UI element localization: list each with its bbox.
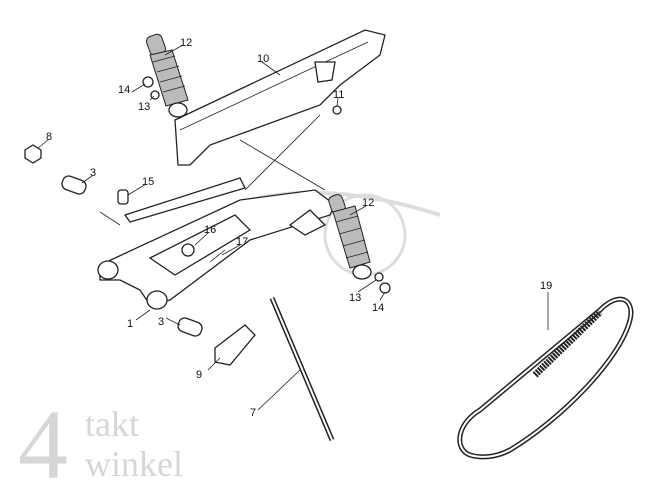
drive-chain[interactable]	[457, 296, 634, 460]
callout-12-left: 12	[180, 37, 192, 49]
callout-8: 8	[46, 131, 52, 143]
callout-13-left: 13	[138, 101, 150, 113]
watermark-line1: takt	[85, 404, 139, 444]
callout-7: 7	[250, 407, 256, 419]
rear-shock-absorber-right[interactable]	[327, 193, 372, 280]
watermark-line2: winkel	[85, 444, 183, 484]
callout-3-top: 3	[90, 167, 96, 179]
bolt-15[interactable]	[117, 189, 129, 205]
callout-1: 1	[127, 318, 133, 330]
callout-9: 9	[196, 369, 202, 381]
nut-14-left[interactable]	[142, 76, 154, 88]
bushing-3-top[interactable]	[60, 174, 87, 195]
callout-16: 16	[204, 224, 216, 236]
torque-rod[interactable]	[123, 177, 246, 223]
callout-11: 11	[333, 89, 344, 101]
callout-labels: 12 10 14 13 11 8 3 15 12 16 17 13 14 1 3…	[46, 37, 552, 419]
callout-10: 10	[257, 53, 269, 65]
callout-3-bottom: 3	[158, 316, 164, 328]
pivot-shaft[interactable]	[269, 297, 335, 441]
chain-adjuster[interactable]	[214, 324, 256, 366]
leader-lines	[37, 44, 549, 411]
callout-14-right: 14	[372, 302, 384, 314]
chain-guard[interactable]	[174, 29, 386, 166]
bushing-3-bottom[interactable]	[176, 316, 203, 337]
rear-shock-absorber-left[interactable]	[145, 33, 189, 118]
watermark-logo: 4 takt winkel	[18, 389, 183, 488]
swing-arm[interactable]	[97, 189, 336, 310]
callout-17: 17	[236, 236, 248, 248]
callout-12-right: 12	[362, 197, 374, 209]
washer-13-right[interactable]	[374, 272, 384, 282]
nut-8[interactable]	[24, 144, 42, 164]
callout-15: 15	[142, 176, 154, 188]
watermark-digit: 4	[18, 389, 68, 488]
callout-19: 19	[540, 280, 552, 292]
nut-14-right[interactable]	[379, 282, 391, 294]
pin-17[interactable]	[209, 249, 226, 263]
callout-14-left: 14	[118, 84, 130, 96]
callout-13-right: 13	[349, 292, 361, 304]
bolt-11[interactable]	[332, 105, 342, 115]
